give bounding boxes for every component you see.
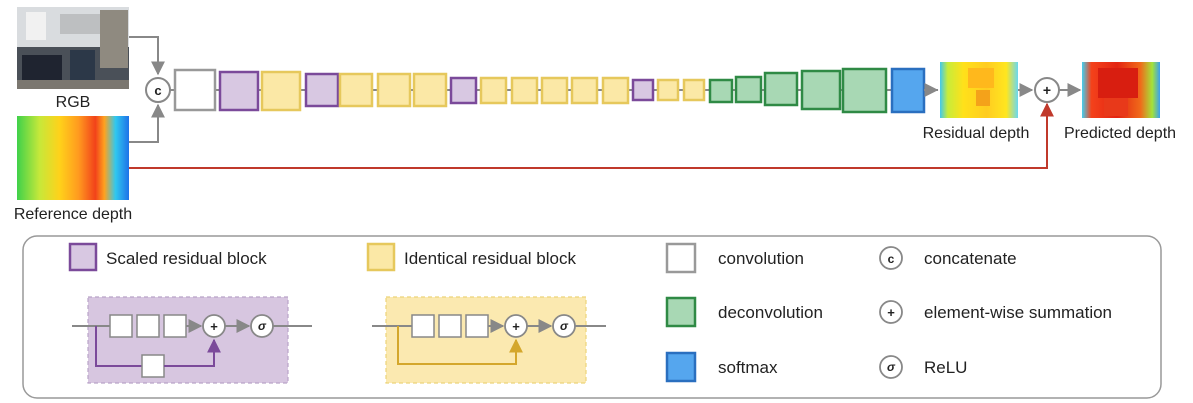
legend-identical-label: Identical residual block: [404, 249, 576, 268]
network-block-identical: [376, 72, 412, 108]
identical-detail-relu-symbol: σ: [560, 319, 569, 333]
legend-concat-symbol: c: [888, 252, 895, 266]
sum-symbol: +: [1043, 82, 1051, 98]
network-block-identical: [540, 76, 569, 105]
network-block-scaled: [218, 70, 260, 112]
legend-summation-label: element-wise summation: [924, 303, 1112, 322]
network-block-softmax: [890, 67, 926, 114]
network-block-identical: [682, 78, 706, 102]
reference-depth-label: Reference depth: [14, 206, 132, 223]
rgb-to-concat-arrow: [129, 36, 165, 76]
legend-softmax-label: softmax: [718, 358, 778, 377]
legend-box: [22, 235, 1162, 399]
network-block-scaled: [449, 76, 478, 105]
scaled-detail-relu-symbol: σ: [258, 319, 267, 333]
legend-sum-symbol: +: [887, 305, 895, 320]
network-block-deconv: [734, 75, 763, 104]
network-block-deconv: [708, 78, 734, 104]
reference-depth-image: [17, 116, 129, 200]
predicted-depth-image: [1082, 62, 1160, 118]
rgb-label: RGB: [56, 94, 91, 111]
legend-relu-label: ReLU: [924, 358, 967, 377]
identical-detail-sum-symbol: +: [512, 319, 520, 334]
network-block-deconv: [763, 71, 799, 107]
legend-relu-symbol: σ: [887, 360, 896, 374]
identical-residual-detail: + σ: [372, 296, 606, 384]
reference-skip-arrow: [129, 102, 1054, 169]
legend-relu-icon: σ: [879, 355, 903, 379]
network-block-scaled: [304, 72, 340, 108]
network-block-identical: [260, 70, 302, 112]
network-block-identical: [338, 72, 374, 108]
rgb-image: [17, 7, 129, 89]
legend-identical-swatch: [366, 242, 396, 272]
network-block-identical: [570, 76, 599, 105]
network-block-deconv: [841, 67, 888, 114]
legend-softmax-swatch: [665, 351, 697, 383]
legend-convolution-swatch: [665, 242, 697, 274]
legend-deconvolution-swatch: [665, 296, 697, 328]
network-block-identical: [479, 76, 508, 105]
predicted-depth-label: Predicted depth: [1064, 125, 1176, 142]
network-block-scaled: [631, 78, 655, 102]
network-blocks: [173, 67, 926, 114]
legend-concatenate-icon: c: [879, 246, 903, 270]
residual-depth-label: Residual depth: [923, 125, 1030, 142]
sum-node: +: [1034, 77, 1060, 103]
network-block-deconv: [800, 69, 842, 111]
ref-to-concat-arrow: [129, 103, 165, 143]
legend-summation-icon: +: [879, 300, 903, 324]
legend-concatenate-label: concatenate: [924, 249, 1017, 268]
network-block-identical: [510, 76, 539, 105]
concat-symbol: c: [154, 83, 161, 98]
scaled-detail-sum-symbol: +: [210, 319, 218, 334]
legend-convolution-label: convolution: [718, 249, 804, 268]
legend-scaled-label: Scaled residual block: [106, 249, 267, 268]
legend-deconvolution-label: deconvolution: [718, 303, 823, 322]
legend-scaled-swatch: [68, 242, 98, 272]
scaled-residual-detail: + σ: [72, 296, 312, 384]
concat-node: c: [145, 77, 171, 103]
network-block-identical: [656, 78, 680, 102]
network-block-conv: [173, 68, 217, 112]
residual-depth-image: [940, 62, 1018, 118]
network-block-identical: [412, 72, 448, 108]
network-block-identical: [601, 76, 630, 105]
